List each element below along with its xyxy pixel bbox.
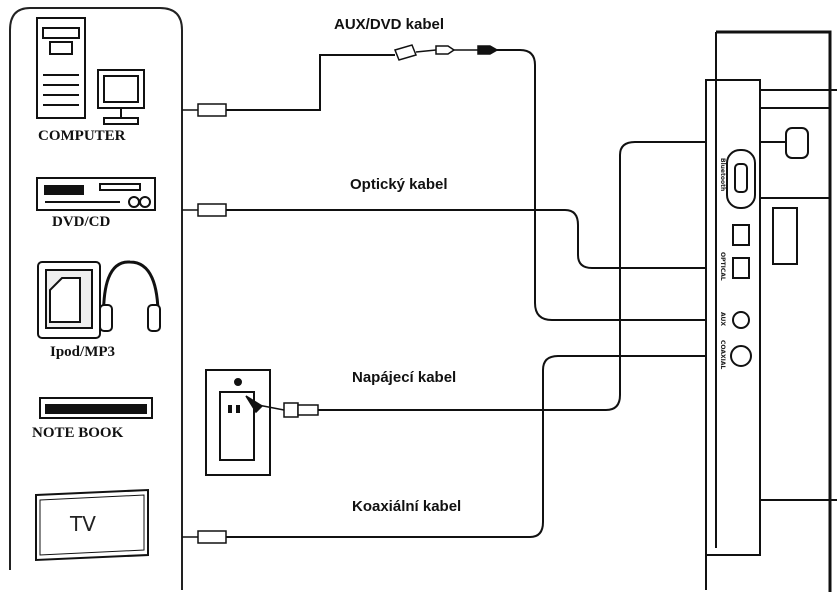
aux-port-icon — [732, 311, 750, 329]
power-plug-icon — [245, 395, 319, 418]
power-cable-label: Napájecí kabel — [352, 369, 457, 386]
dvd-label: DVD/CD — [52, 214, 111, 230]
tv-icon — [35, 488, 149, 562]
computer-label: COMPUTER — [38, 128, 126, 144]
optical-side-label: OPTICAL — [719, 252, 726, 281]
aux-cable — [226, 49, 716, 321]
optical-port-icon — [732, 224, 750, 279]
plug-tv — [182, 530, 227, 544]
optical-cable — [226, 209, 716, 269]
coax-side-label: COAXIAL — [719, 340, 726, 370]
coax-cable-label: Koaxiální kabel — [352, 498, 462, 515]
computer-tower-icon — [36, 17, 86, 119]
bluetooth-button-icon — [726, 149, 756, 209]
aux-connector-icon — [393, 44, 499, 61]
plug-dvd — [182, 203, 227, 217]
aux-cable-label: AUX/DVD kabel — [334, 16, 445, 33]
ipod-label: Ipod/MP3 — [50, 344, 116, 360]
monitor-icon — [97, 69, 145, 125]
bluetooth-side-label: Bluetooth — [719, 158, 726, 192]
optical-cable-label: Optický kabel — [350, 176, 448, 193]
notebook-label: NOTE BOOK — [32, 425, 124, 441]
power-socket-icon — [785, 127, 809, 159]
coax-cable — [226, 355, 716, 538]
device-panel — [9, 7, 183, 590]
power-cable — [318, 141, 786, 411]
coax-port-icon — [730, 345, 752, 367]
plug-computer — [182, 103, 227, 117]
tv-label: TV — [70, 512, 96, 536]
aux-side-label: AUX — [719, 312, 726, 326]
notebook-icon — [39, 397, 153, 419]
wall-outlet-icon — [205, 369, 271, 476]
ipod-headphones-icon — [37, 260, 161, 339]
dvd-player-icon — [36, 177, 156, 211]
